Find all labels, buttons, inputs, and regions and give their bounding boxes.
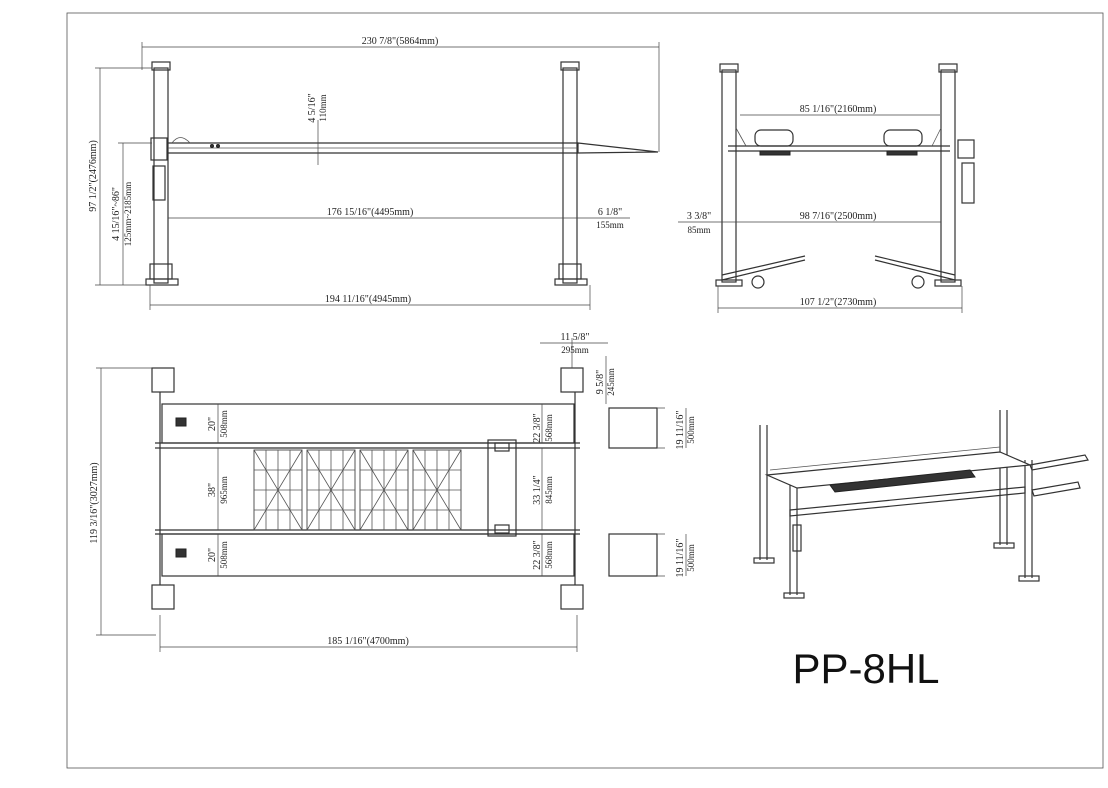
dim-ramp-width-bottom-mm: 500mm <box>686 544 696 572</box>
isometric-view <box>753 410 1089 599</box>
dim-ramp-width-bottom-in: 19 11/16" <box>675 539 686 578</box>
dim-ramp-offset-mm: 295mm <box>561 345 589 355</box>
dim-lowered-height-in: 4 15/16"~86" <box>111 187 122 241</box>
dim-runway-length: 176 15/16"(4495mm) <box>327 207 414 218</box>
dim-post-span: 185 1/16"(4700mm) <box>327 636 409 647</box>
dim-runway-width-bottom-in: 20" <box>207 548 218 562</box>
dim-overall-height: 97 1/2"(2476mm) <box>88 140 99 212</box>
model-name: PP-8HL <box>792 645 939 692</box>
safety-lock-icon <box>175 548 187 558</box>
dim-track-bottom-mm: 568mm <box>544 541 554 569</box>
end-view: 85 1/16"(2160mm) 98 7/16"(2500mm) 3 3/8"… <box>678 63 975 313</box>
dim-runway-width-top-mm: 508mm <box>219 410 229 438</box>
bottom-ramp <box>608 533 658 577</box>
dim-column-spacing: 194 11/16"(4945mm) <box>325 294 411 305</box>
dim-center-gap-in: 38" <box>207 483 218 497</box>
dim-track-bottom-in: 22 3/8" <box>532 540 543 569</box>
dim-overall-length: 230 7/8"(5864mm) <box>362 36 439 47</box>
safety-lock-icon <box>175 417 187 427</box>
end-wheel-pad-left <box>754 129 794 147</box>
dim-lowered-height-mm: 125mm~2185mm <box>123 182 133 246</box>
dim-track-top-in: 22 3/8" <box>532 413 543 442</box>
dim-ramp-length-in: 6 1/8" <box>598 207 622 218</box>
dim-ramp-width-top-in: 19 11/16" <box>675 411 686 450</box>
dim-post-depth-mm: 245mm <box>606 368 616 396</box>
dim-track-top-mm: 568mm <box>544 414 554 442</box>
dim-side-offset-mm: 85mm <box>687 225 710 235</box>
sheet-border <box>66 12 1104 769</box>
dim-clear-width: 98 7/16"(2500mm) <box>800 211 877 222</box>
top-post-tr <box>560 367 584 393</box>
side-left-column <box>153 67 169 284</box>
dim-post-depth-in: 9 5/8" <box>595 370 606 394</box>
top-ramp <box>608 407 658 449</box>
dim-inner-span-in: 33 1/4" <box>532 475 543 504</box>
dim-deck-thickness-in: 4 5/16" <box>307 93 318 122</box>
dim-side-offset-in: 3 3/8" <box>687 211 711 222</box>
bottom-runway <box>161 533 575 577</box>
parking-trays <box>253 449 462 531</box>
side-ramp <box>577 142 659 154</box>
dim-center-gap-mm: 965mm <box>219 476 229 504</box>
end-right-column <box>940 69 956 283</box>
top-post-tl <box>151 367 175 393</box>
top-post-br <box>560 584 584 610</box>
dim-runway-width-top-in: 20" <box>207 417 218 431</box>
dim-inner-span-mm: 845mm <box>544 476 554 504</box>
end-caster-left <box>751 275 765 289</box>
end-left-column <box>721 69 737 283</box>
dim-ramp-length-mm: 155mm <box>596 220 624 230</box>
end-wheel-pad-right <box>883 129 923 147</box>
dim-runway-width-bottom-mm: 508mm <box>219 541 229 569</box>
end-caster-right <box>911 275 925 289</box>
end-power-unit <box>961 162 975 204</box>
top-view: 119 3/16"(3027mm) 20" 508mm 38" 965mm 20… <box>89 332 696 652</box>
dim-ramp-offset-in: 11 5/8" <box>561 332 590 343</box>
side-view: 230 7/8"(5864mm) 97 1/2"(2476mm) 4 15/16… <box>88 36 660 310</box>
dim-overall-width-end: 107 1/2"(2730mm) <box>800 297 877 308</box>
power-unit <box>152 165 166 201</box>
iso-trays <box>829 469 976 493</box>
top-runway <box>161 403 575 444</box>
dim-ramp-width-top-mm: 500mm <box>686 416 696 444</box>
dim-top-overall-width: 119 3/16"(3027mm) <box>89 462 100 543</box>
top-post-bl <box>151 584 175 610</box>
dim-deck-thickness-mm: 110mm <box>318 94 328 121</box>
side-right-column <box>562 67 578 284</box>
jack-tray <box>487 439 517 537</box>
dim-inner-width: 85 1/16"(2160mm) <box>800 104 877 115</box>
